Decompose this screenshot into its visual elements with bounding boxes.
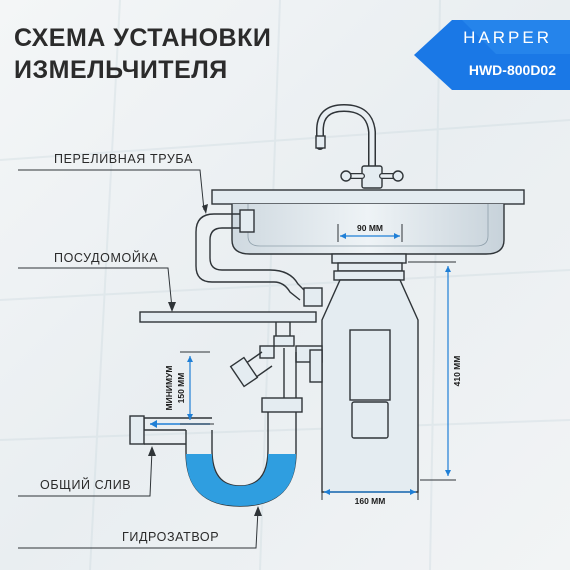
title-line-2: ИЗМЕЛЬЧИТЕЛЯ — [14, 56, 228, 84]
label-overflow-pipe: ПЕРЕЛИВНАЯ ТРУБА — [54, 152, 193, 166]
dimension-bottom-width-label: 160 ММ — [355, 496, 386, 506]
dimension-height-label: 410 ММ — [452, 356, 462, 387]
dimension-minimum-label: МИНИМУМ — [164, 366, 174, 411]
label-dishwasher: ПОСУДОМОЙКА — [54, 250, 158, 265]
dishwasher-shelf — [139, 311, 317, 323]
brand-banner: HARPER HWD-800D02 — [414, 20, 570, 90]
dimension-minimum: МИНИМУМ 150 ММ — [164, 351, 214, 425]
label-common-drain: ОБЩИЙ СЛИВ — [40, 477, 131, 492]
brand-name: HARPER — [463, 28, 552, 47]
food-disposer-icon — [321, 253, 419, 493]
label-water-seal: ГИДРОЗАТВОР — [122, 530, 219, 544]
faucet-icon — [315, 103, 404, 189]
water-seal-trap — [129, 412, 297, 507]
drain-arrow-head — [150, 420, 157, 428]
dimension-top-width: 90 ММ — [337, 223, 403, 242]
sink-icon — [211, 189, 525, 255]
dimension-top-width-label: 90 ММ — [357, 223, 383, 233]
title-line-1: СХЕМА УСТАНОВКИ — [14, 24, 271, 52]
dimension-minimum-value: 150 ММ — [176, 373, 186, 404]
dishwasher-leader — [18, 267, 173, 309]
trap-water — [186, 454, 296, 506]
drain-leader — [18, 449, 153, 497]
trap-leader — [18, 509, 259, 549]
brand-model: HWD-800D02 — [469, 62, 556, 78]
dimension-height: 410 ММ — [408, 261, 462, 481]
overflow-leader — [18, 169, 205, 211]
disposer-outlet — [261, 345, 323, 413]
dimension-bottom-width: 160 ММ — [321, 484, 419, 506]
overflow-pipe — [195, 209, 323, 307]
dishwasher-hose — [229, 322, 295, 388]
